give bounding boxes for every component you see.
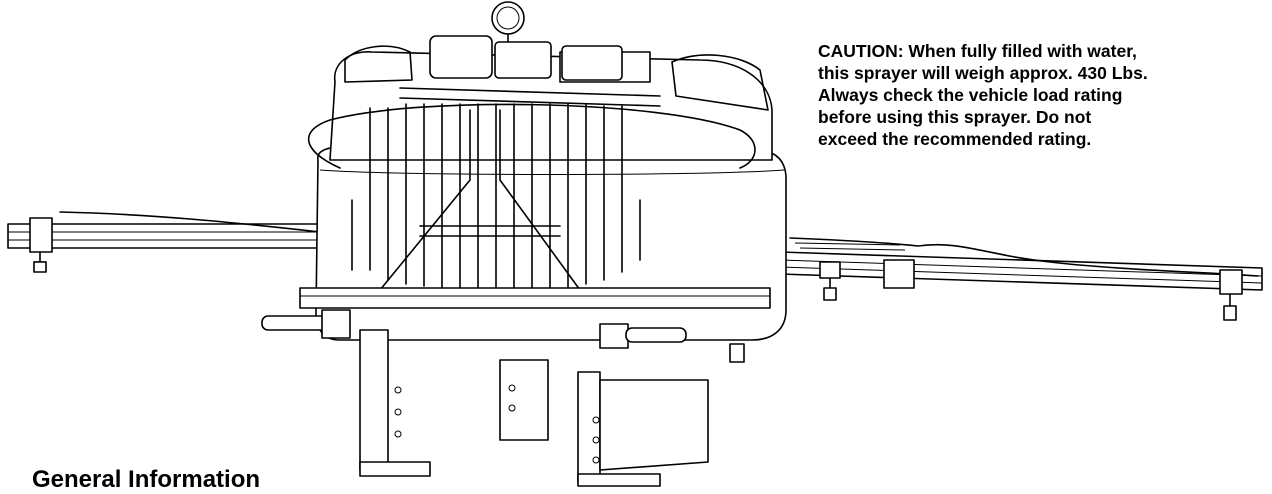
caution-line-5: exceed the recommended rating.	[818, 129, 1092, 149]
hose-loop	[307, 103, 756, 169]
a-frame-brace	[379, 109, 581, 291]
caution-line-4: before using this sprayer. Do not	[818, 107, 1092, 127]
caution-line-1: CAUTION: When fully filled with water,	[818, 41, 1137, 61]
mounting-brackets	[359, 329, 745, 487]
caution-line-2: this sprayer will weigh approx. 430 Lbs.	[818, 63, 1148, 83]
mounting-crossbar	[261, 287, 771, 349]
caution-notice: CAUTION: When fully filled with water, t…	[818, 40, 1258, 150]
right-boom-arm	[779, 237, 1263, 321]
section-heading: General Information	[32, 466, 261, 493]
left-boom-arm	[7, 211, 321, 273]
top-fittings	[399, 1, 661, 107]
caution-line-3: Always check the vehicle load rating	[818, 85, 1123, 105]
